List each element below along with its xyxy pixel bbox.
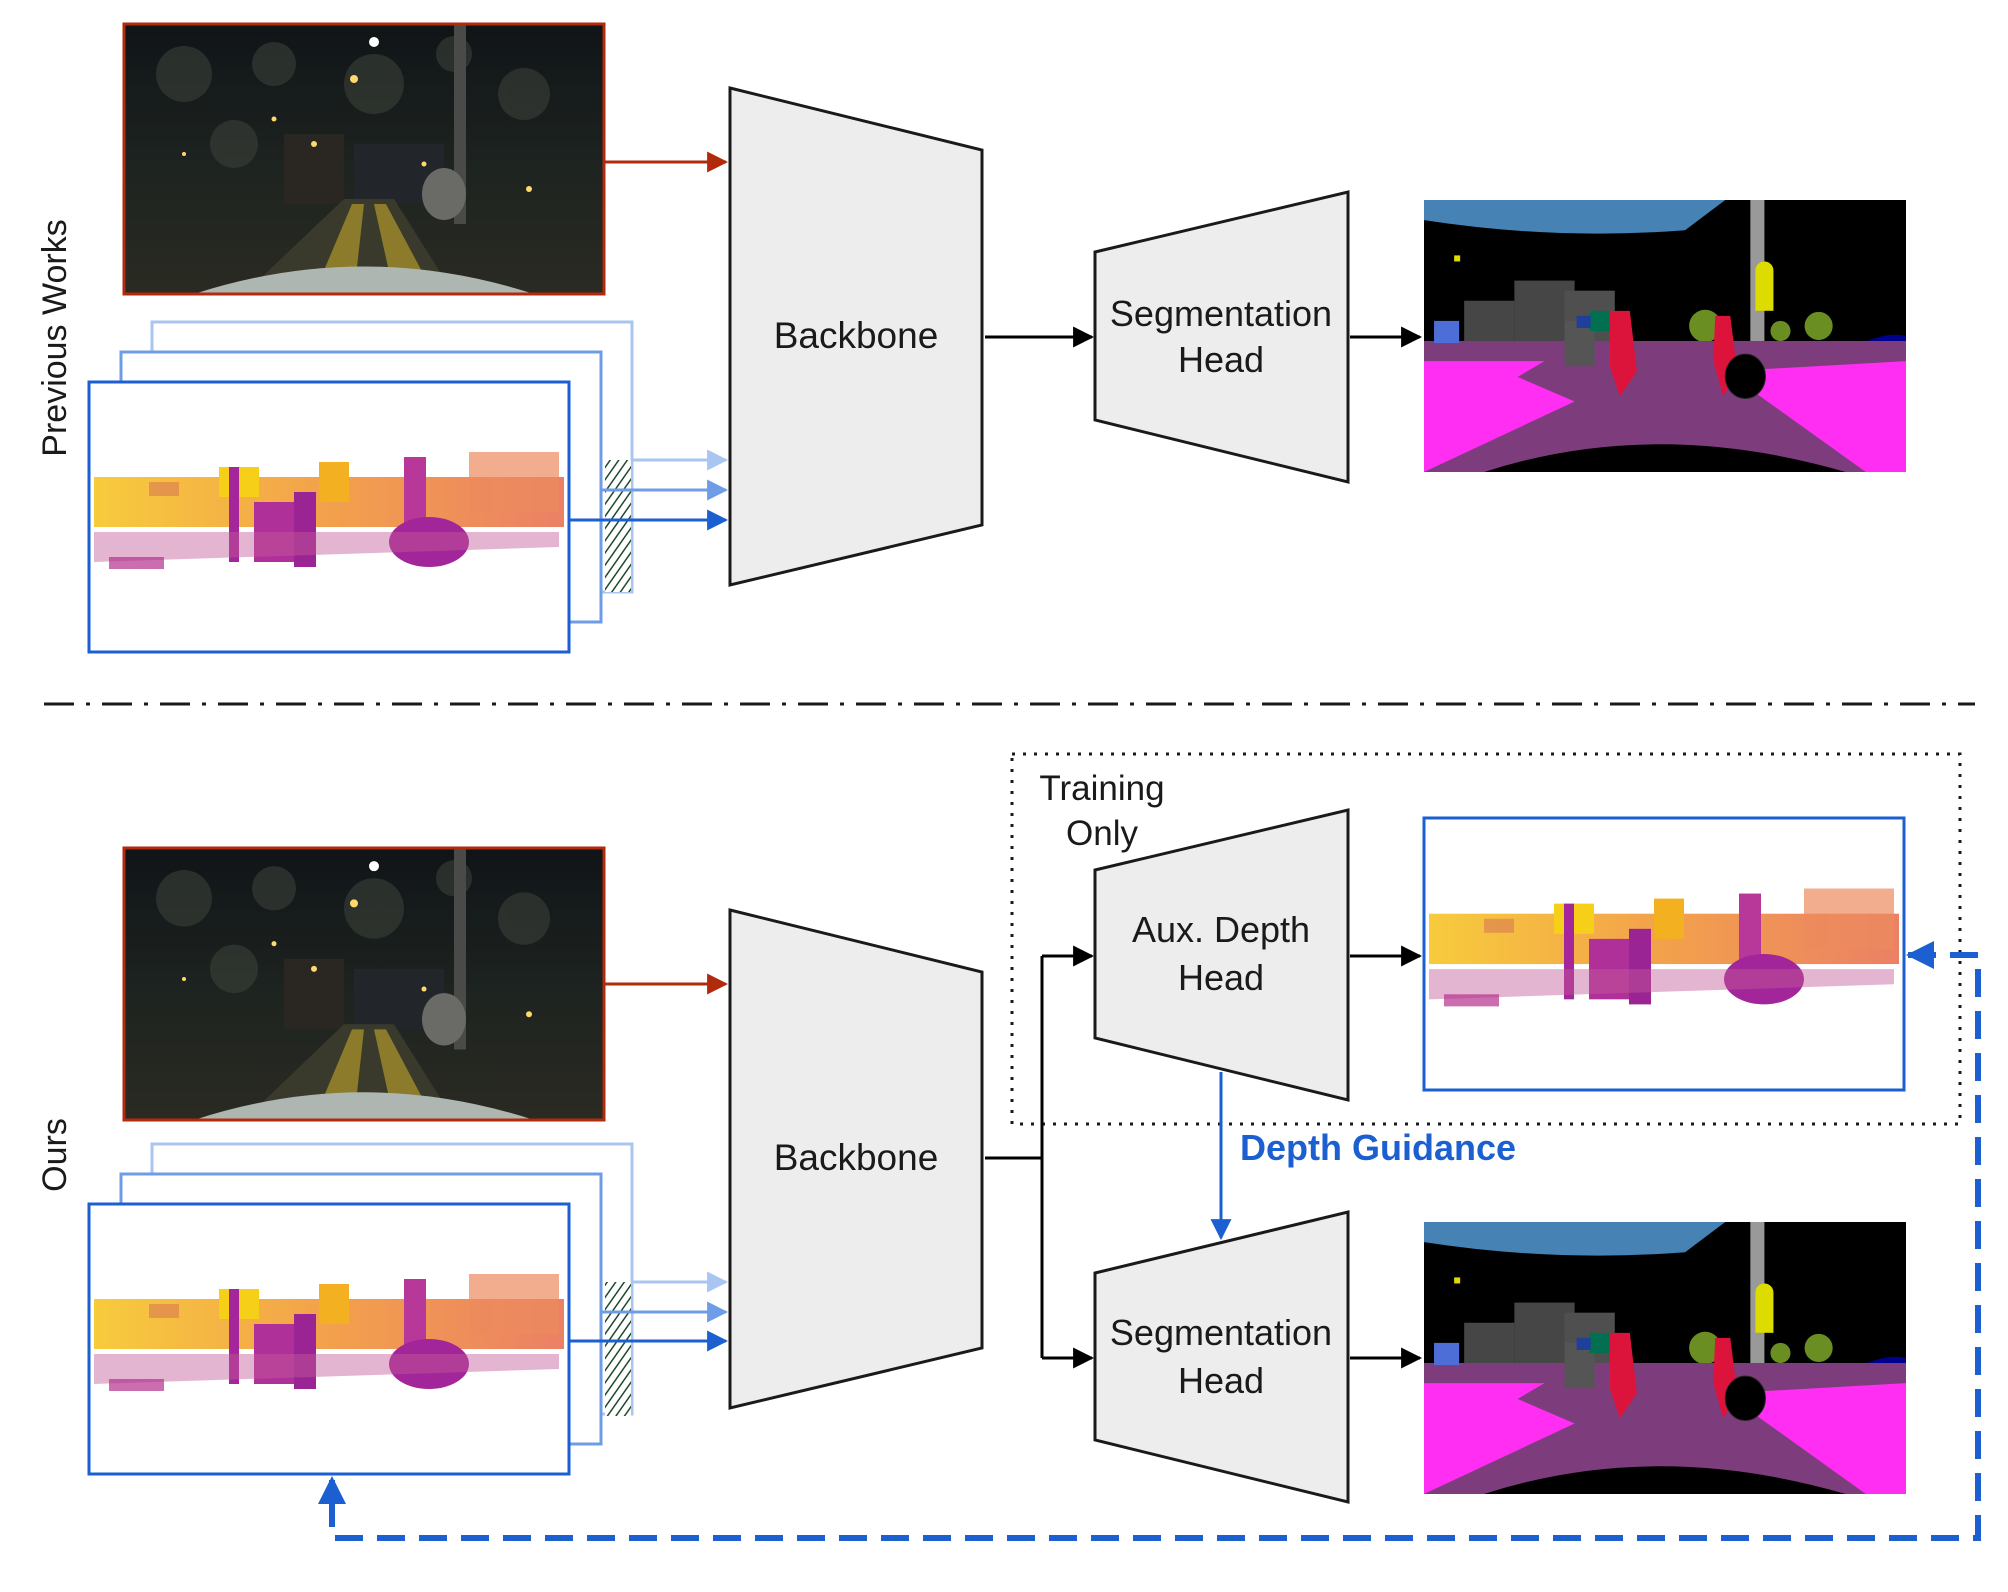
training-only-label-2: Only: [1066, 814, 1138, 853]
top-depth-stack: [87, 320, 634, 654]
bottom-seg-head: Segmentation Head: [1093, 1210, 1350, 1504]
predicted-depth-output: [1422, 816, 1906, 1092]
bottom-depth-stack: [87, 1142, 634, 1476]
bottom-seg-head-label-2: Head: [1178, 1360, 1264, 1401]
top-hatch: [605, 460, 631, 592]
top-seg-head: Segmentation Head: [1093, 190, 1350, 484]
aux-head-label-1: Aux. Depth: [1132, 909, 1310, 950]
top-backbone-label: Backbone: [774, 315, 939, 356]
top-backbone: Backbone: [728, 86, 984, 587]
depth-point-cloud-icon: [89, 382, 569, 652]
bottom-backbone-label: Backbone: [774, 1137, 939, 1178]
training-only-label-1: Training: [1039, 769, 1164, 808]
bottom-backbone: Backbone: [728, 908, 984, 1410]
ours-label: Ours: [36, 1118, 74, 1192]
bottom-seg-head-label-1: Segmentation: [1110, 1312, 1332, 1353]
top-segmentation-map-icon: [1424, 200, 1906, 472]
top-seg-head-label-1: Segmentation: [1110, 293, 1332, 334]
previous-works-label: Previous Works: [36, 219, 74, 456]
depth-point-cloud-icon: [89, 1204, 569, 1474]
loop-arrowhead-up: [318, 1476, 346, 1504]
depth-guidance-label: Depth Guidance: [1240, 1127, 1516, 1168]
top-seg-head-label-2: Head: [1178, 339, 1264, 380]
depth-point-cloud-icon: [1424, 818, 1904, 1090]
aux-depth-head: Aux. Depth Head: [1093, 808, 1350, 1102]
bottom-hatch: [605, 1282, 631, 1416]
loop-arrowhead-right: [1906, 941, 1934, 969]
bottom-rgb-image: [122, 846, 606, 1122]
top-rgb-image: [122, 22, 606, 296]
depth-supervision-loop: [329, 952, 1981, 1541]
bottom-segmentation-map-icon: [1424, 1222, 1906, 1494]
aux-head-label-2: Head: [1178, 957, 1264, 998]
training-only-box: [1010, 752, 1962, 1126]
